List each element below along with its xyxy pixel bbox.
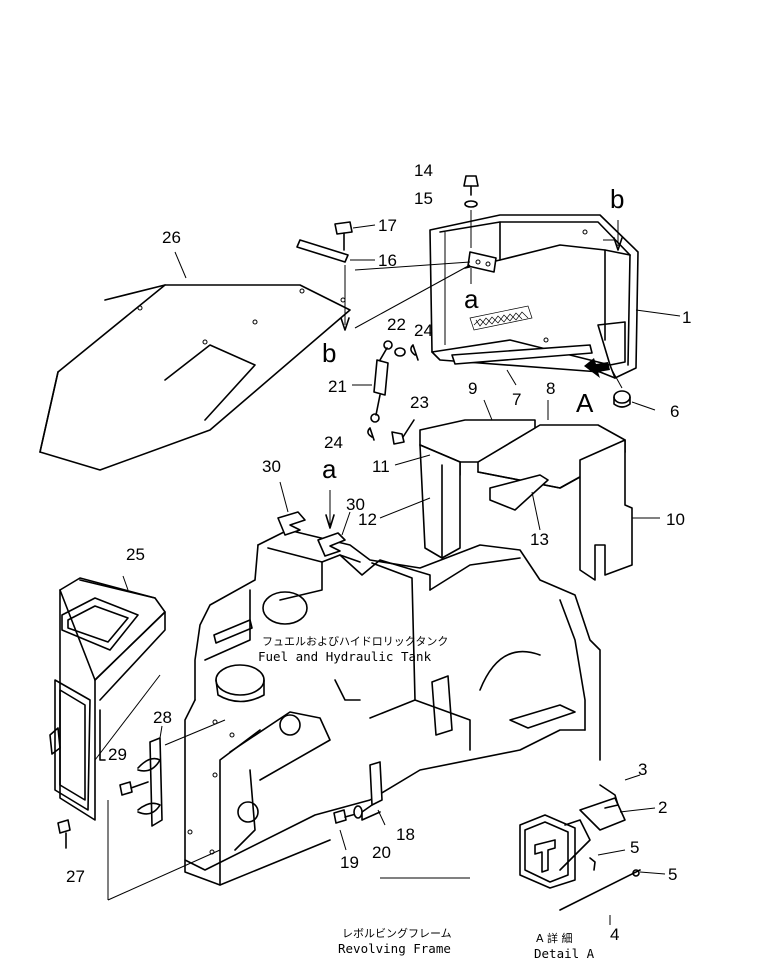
part-number-12: 12 [358, 510, 377, 529]
part-number-6: 6 [670, 402, 679, 421]
part-number-11: 11 [372, 457, 390, 476]
part-number-23: 23 [410, 393, 429, 412]
part-number-27: 27 [66, 867, 85, 886]
toolbox-25 [49, 575, 166, 821]
bolt-27 [57, 819, 71, 849]
cover-11-12 [379, 444, 461, 559]
part-number-22: 22 [387, 315, 406, 334]
bolt-29 [107, 719, 226, 901]
part-number-3: 3 [638, 760, 647, 779]
bolt-17 [334, 221, 376, 251]
part-number-15: 15 [414, 189, 433, 208]
fuel-tank-label-en: Fuel and Hydraulic Tank [258, 649, 432, 664]
part-number-4: 4 [610, 925, 619, 944]
part-number-16: 16 [378, 251, 397, 270]
cover-plate-26 [39, 251, 351, 471]
part-number-5b: 5 [668, 865, 677, 884]
part-number-21: 21 [328, 377, 347, 396]
part-number-13: 13 [530, 530, 549, 549]
top-cover-1 [429, 214, 681, 379]
detail-A [519, 774, 666, 925]
frame-label-en: Revolving Frame [338, 941, 451, 956]
part-number-18: 18 [396, 825, 415, 844]
part-number-1: 1 [682, 308, 691, 327]
bolt-23 [391, 419, 415, 445]
ref-mark-b-left: b [322, 338, 336, 368]
part-number-19: 19 [340, 853, 359, 872]
ref-mark-a-top: a [464, 284, 479, 314]
bolt-19 [333, 809, 357, 851]
washer-22 [394, 347, 406, 357]
view-arrow-A [584, 358, 610, 378]
cover-13 [489, 474, 549, 531]
clip-30-right [317, 511, 351, 557]
part-number-5a: 5 [630, 838, 639, 857]
bracket-plate-16 [296, 239, 375, 263]
pin-24-top [410, 344, 419, 361]
detail-label-en: Detail A [534, 946, 595, 961]
bolt-14 [463, 175, 479, 196]
text-labels: フュエルおよびハイドロリックタンク Fuel and Hydraulic Tan… [258, 635, 595, 961]
fuel-tank-label-jp: フュエルおよびハイドロリックタンク [262, 635, 448, 648]
part-number-17: 17 [378, 216, 397, 235]
washer-20 [353, 805, 363, 819]
revolving-frame [184, 529, 601, 886]
part-number-20: 20 [372, 843, 391, 862]
part-number-2: 2 [658, 798, 667, 817]
pin-24-bottom [367, 427, 375, 441]
frame-label-jp: レボルビングフレーム [342, 926, 452, 940]
washer-15 [464, 200, 478, 208]
bracket-18 [361, 761, 386, 826]
part-number-8: 8 [546, 379, 555, 398]
part-number-7: 7 [512, 390, 521, 409]
part-number-28: 28 [153, 708, 172, 727]
part-number-30a: 30 [262, 457, 281, 476]
part-number-24b: 24 [324, 433, 343, 452]
part-number-9: 9 [468, 379, 477, 398]
part-number-26: 26 [162, 228, 181, 247]
part-number-30b: 30 [346, 495, 365, 514]
ref-mark-a-mid: a [322, 454, 337, 484]
panel-10 [579, 439, 660, 581]
part-number-14: 14 [414, 161, 433, 180]
part-number-10: 10 [666, 510, 685, 529]
ref-mark-A-view: A [576, 388, 594, 418]
part-number-24a: 24 [414, 321, 433, 340]
strip-7 [451, 344, 593, 386]
cap-6 [611, 369, 656, 411]
gas-strut-21 [352, 340, 393, 423]
detail-label-jp: A 詳 細 [536, 931, 573, 945]
part-number-29: 29 [108, 745, 127, 764]
clip-30-left [277, 481, 306, 536]
bracket-28 [137, 725, 163, 827]
reference-letters: a a b b A [322, 184, 624, 484]
part-number-25: 25 [126, 545, 145, 564]
ref-mark-b-top: b [610, 184, 624, 214]
part-numbers: 1 2 3 4 5 5 6 7 8 9 10 11 12 13 14 15 16… [66, 161, 691, 944]
